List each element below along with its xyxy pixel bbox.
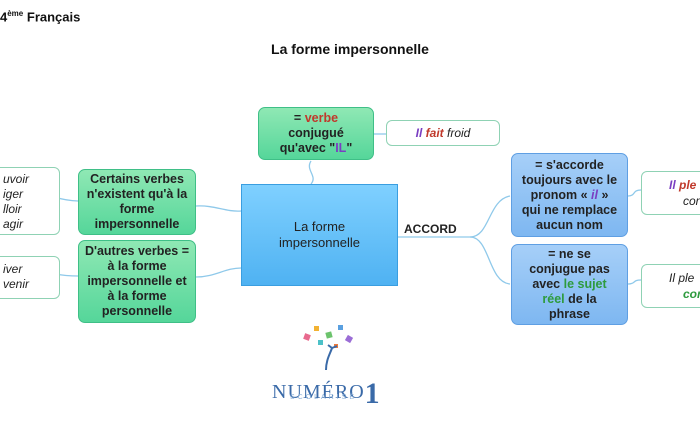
node-verbes-les-deux-formes: D'autres verbes = à la forme impersonnel…: [78, 240, 196, 323]
node-accord-sujet-reel: = ne se conjugue pas avec le sujet réel …: [511, 244, 628, 325]
node-accord-pronom-il: = s'accorde toujours avec le pronom « il…: [511, 153, 628, 237]
accord-label: ACCORD: [404, 222, 457, 236]
node-verbes-impersonnels: Certains verbes n'existent qu'à la forme…: [78, 169, 196, 235]
node-right-example-top: Il ple cor: [641, 171, 700, 215]
page-title: La forme impersonnelle: [271, 41, 429, 57]
node-left-examples-top: uvoir iger lloir agir: [0, 167, 60, 235]
logo-subtext: SCOLARISÉ: [290, 394, 358, 401]
header-level: 4ème Français: [0, 9, 81, 25]
header-subject: Français: [26, 9, 81, 25]
node-example-il-fait-froid: Il fait froid: [386, 120, 500, 146]
node-left-examples-bottom: iver venir: [0, 256, 60, 299]
logo-text: NUMÉRO1: [272, 377, 381, 410]
node-right-example-bottom: Il ple cor: [641, 264, 700, 308]
node-center: La forme impersonnelle: [241, 184, 398, 286]
logo-graphic: [303, 325, 354, 371]
node-verbe-il: = verbe conjugué qu'avec "IL": [258, 107, 374, 160]
